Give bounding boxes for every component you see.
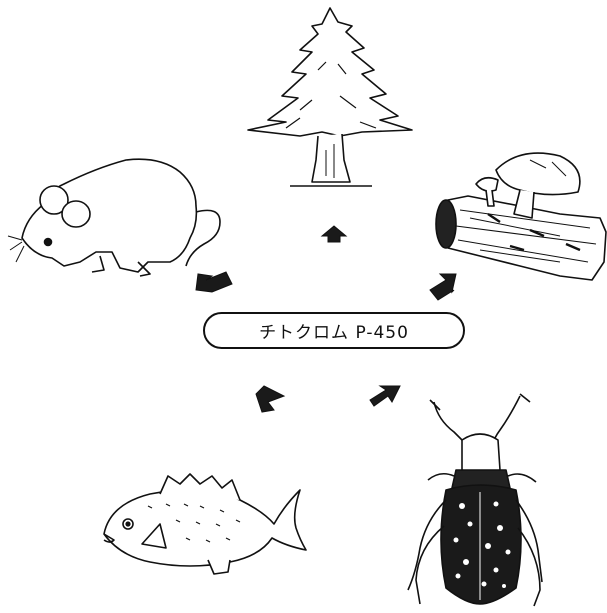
longhorn-beetle-icon [408, 394, 542, 606]
arrow-to-mouse-icon [196, 272, 232, 292]
mushroom-on-log-icon [436, 153, 606, 280]
arrow-to-fish-icon [256, 386, 284, 412]
arrow-to-mushroom-icon [430, 274, 456, 300]
pine-tree-icon [248, 8, 412, 186]
arrow-to-beetle-icon [370, 386, 400, 406]
arrow-to-tree-icon [322, 226, 346, 242]
mouse-icon [8, 159, 220, 276]
fish-icon [104, 474, 306, 574]
center-label: チトクロム P-450 [203, 312, 465, 349]
